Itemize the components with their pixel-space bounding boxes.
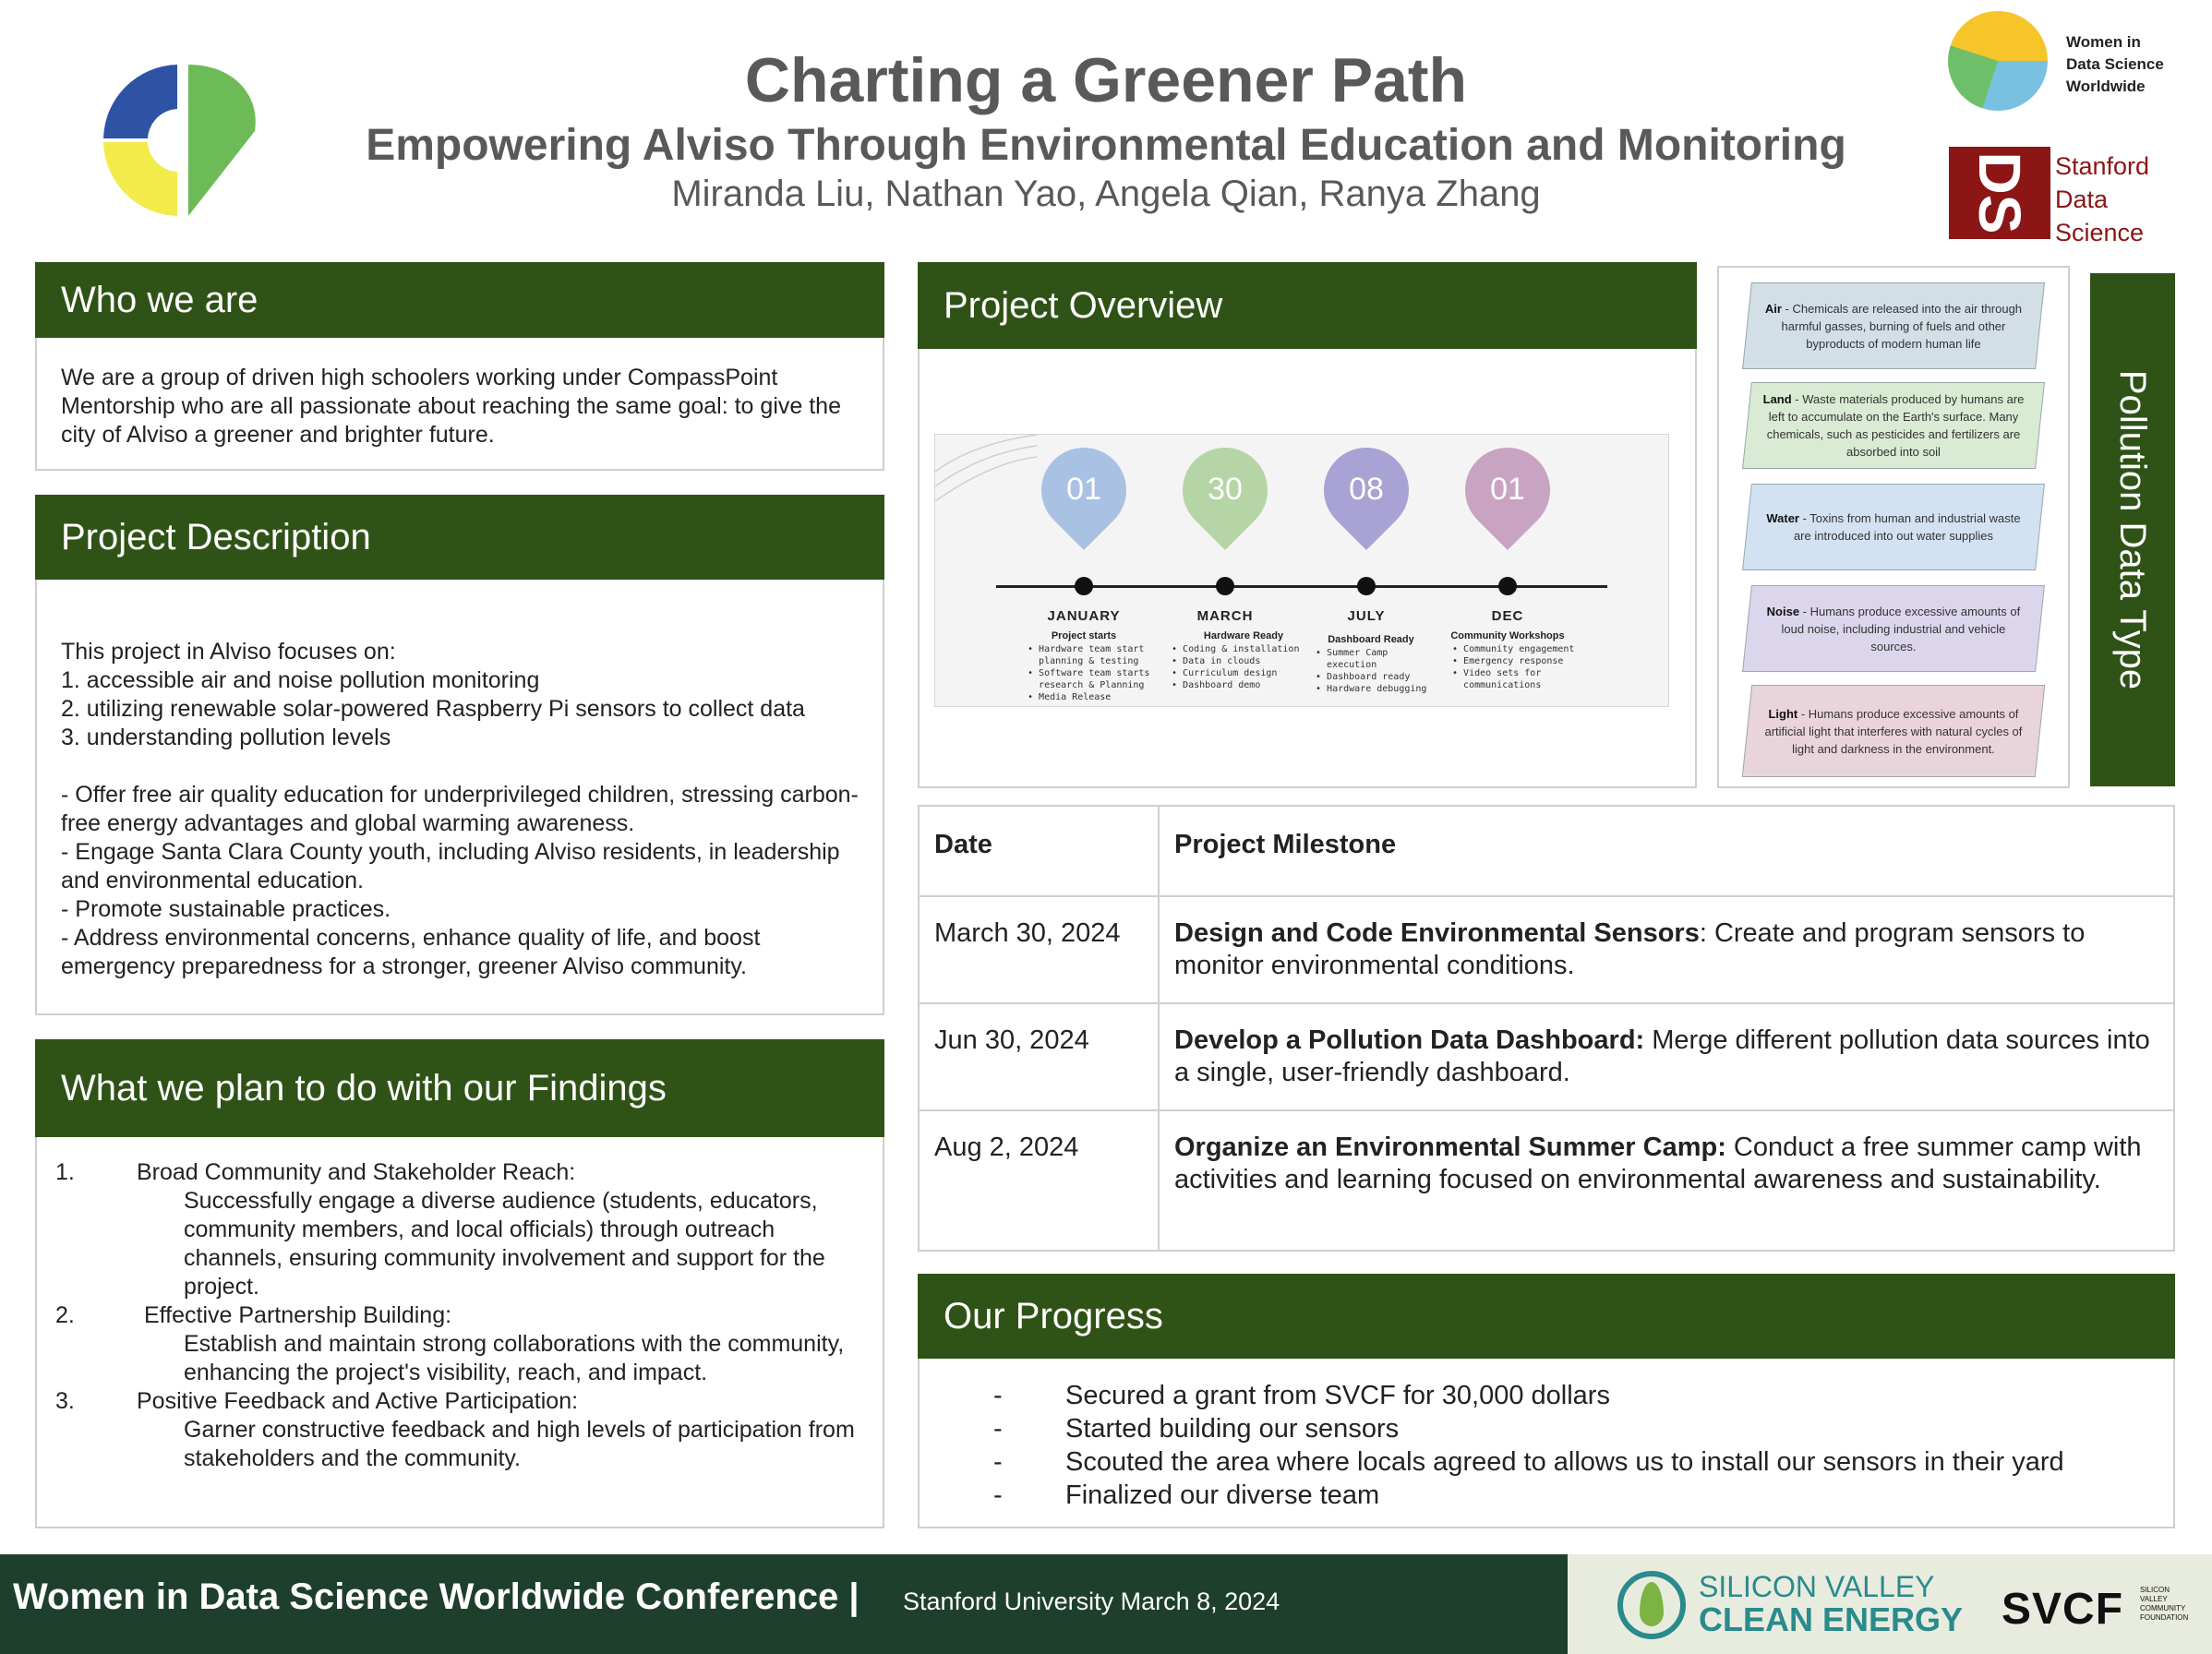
progress-list: -Secured a grant from SVCF for 30,000 do…: [993, 1379, 2064, 1512]
timeline-subtitle: Hardware Ready: [1203, 630, 1284, 641]
list-item: -Secured a grant from SVCF for 30,000 do…: [993, 1381, 1610, 1410]
widsw-logo: [1948, 11, 2048, 111]
stanford-ds-mark: DS: [1949, 147, 2050, 239]
progress-heading: Our Progress: [918, 1274, 2175, 1359]
milestone-description: Design and Code Environmental Sensors: C…: [1158, 895, 2175, 1004]
conference-place-date: Stanford University March 8, 2024: [903, 1588, 1280, 1615]
timeline-pin-number: 01: [1490, 472, 1525, 507]
table-row: Aug 2, 2024 Organize an Environmental Su…: [918, 1109, 2175, 1252]
widsw-logo-text: Women in Data Science Worldwide: [2066, 33, 2164, 95]
pollution-type-label-box: [2090, 273, 2175, 786]
description-heading: Project Description: [35, 495, 884, 580]
table-row: March 30, 2024 Design and Code Environme…: [918, 895, 2175, 1004]
svcf-logo: SVCF: [2002, 1585, 2124, 1634]
milestone-description: Develop a Pollution Data Dashboard: Merg…: [1158, 1002, 2175, 1111]
pollution-card-land: Land - Waste materials produced by human…: [1742, 382, 2045, 469]
description-panel: [35, 495, 884, 1015]
svce-leaf-center-icon: [1640, 1582, 1664, 1626]
stanford-ds-text: Stanford Data Science: [2055, 152, 2150, 246]
milestone-description: Organize an Environmental Summer Camp: C…: [1158, 1109, 2175, 1252]
timeline-month: DEC: [1491, 608, 1524, 624]
timeline-subtitle: Project starts: [1051, 630, 1117, 641]
plan-item: 2.Effective Partnership Building: Establ…: [55, 1302, 845, 1385]
milestone-date: Jun 30, 2024: [918, 1002, 1160, 1111]
timeline-arcs: [935, 435, 1037, 502]
timeline-month: JULY: [1347, 608, 1386, 624]
column-header-milestone: Project Milestone: [1158, 805, 2175, 897]
poster-subtitle: Empowering Alviso Through Environmental …: [366, 121, 1846, 170]
project-timeline: 01 JANUARY Project starts • Hardware tea…: [934, 429, 1669, 707]
milestone-date: March 30, 2024: [918, 895, 1160, 1004]
timeline-bullets: • Community engagement • Emergency respo…: [1452, 644, 1575, 690]
timeline-line: [996, 585, 1607, 588]
pollution-card-air: Air - Chemicals are released into the ai…: [1742, 282, 2045, 369]
table-row: Jun 30, 2024 Develop a Pollution Data Da…: [918, 1002, 2175, 1111]
milestone-date: Aug 2, 2024: [918, 1109, 1160, 1252]
pollution-card-noise: Noise - Humans produce excessive amounts…: [1742, 585, 2045, 672]
timeline-month: JANUARY: [1047, 608, 1121, 624]
list-item: -Finalized our diverse team: [993, 1480, 1380, 1510]
compasspoint-logo: [103, 65, 256, 216]
timeline-dot: [1075, 577, 1093, 595]
plan-item: 3.Positive Feedback and Active Participa…: [55, 1388, 855, 1471]
who-text: We are a group of driven high schoolers …: [61, 365, 841, 448]
milestone-table: Date Project Milestone March 30, 2024 De…: [918, 805, 2175, 1252]
timeline-dot: [1216, 577, 1234, 595]
timeline-pin-number: 08: [1349, 472, 1384, 507]
pollution-card-water: Water - Toxins from human and industrial…: [1742, 484, 2045, 570]
overview-heading: Project Overview: [918, 262, 1697, 349]
description-text: This project in Alviso focuses on: 1. ac…: [61, 639, 859, 979]
pollution-type-label: Pollution Data Type: [2112, 369, 2153, 690]
svce-leaf-icon: [1617, 1571, 1686, 1639]
conference-name: Women in Data Science Worldwide Conferen…: [13, 1576, 860, 1617]
timeline-bullets: • Coding & installation • Data in clouds…: [1172, 644, 1300, 690]
who-heading: Who we are: [35, 262, 884, 338]
pollution-card-light: Light - Humans produce excessive amounts…: [1741, 685, 2046, 777]
list-item: -Started building our sensors: [993, 1414, 1400, 1444]
timeline-pin-number: 30: [1208, 472, 1243, 507]
plan-list: 1.Broad Community and Stakeholder Reach:…: [55, 1158, 868, 1473]
timeline-dot: [1498, 577, 1517, 595]
svce-logo-text: SILICON VALLEY CLEAN ENERGY: [1699, 1570, 1964, 1638]
timeline-subtitle: Dashboard Ready: [1328, 634, 1414, 645]
timeline-dot: [1357, 577, 1376, 595]
poster-authors: Miranda Liu, Nathan Yao, Angela Qian, Ra…: [671, 174, 1541, 214]
timeline-month: MARCH: [1196, 608, 1254, 624]
timeline-bullets: • Hardware team start planning & testing…: [1028, 644, 1150, 702]
timeline-bullets: • Summer Camp execution • Dashboard read…: [1316, 648, 1427, 694]
table-header-row: Date Project Milestone: [918, 805, 2175, 897]
timeline-pin-number: 01: [1066, 472, 1101, 507]
plan-item: 1.Broad Community and Stakeholder Reach:…: [55, 1159, 825, 1300]
timeline-subtitle: Community Workshops: [1450, 630, 1565, 641]
list-item: -Scouted the area where locals agreed to…: [993, 1447, 2064, 1477]
svcf-logo-small-text: SILICON VALLEY COMMUNITY FOUNDATION: [2140, 1586, 2189, 1622]
plan-heading: What we plan to do with our Findings: [35, 1039, 884, 1137]
column-header-date: Date: [918, 805, 1160, 897]
poster-title: Charting a Greener Path: [744, 45, 1468, 115]
footer-bar: [0, 1554, 1568, 1654]
